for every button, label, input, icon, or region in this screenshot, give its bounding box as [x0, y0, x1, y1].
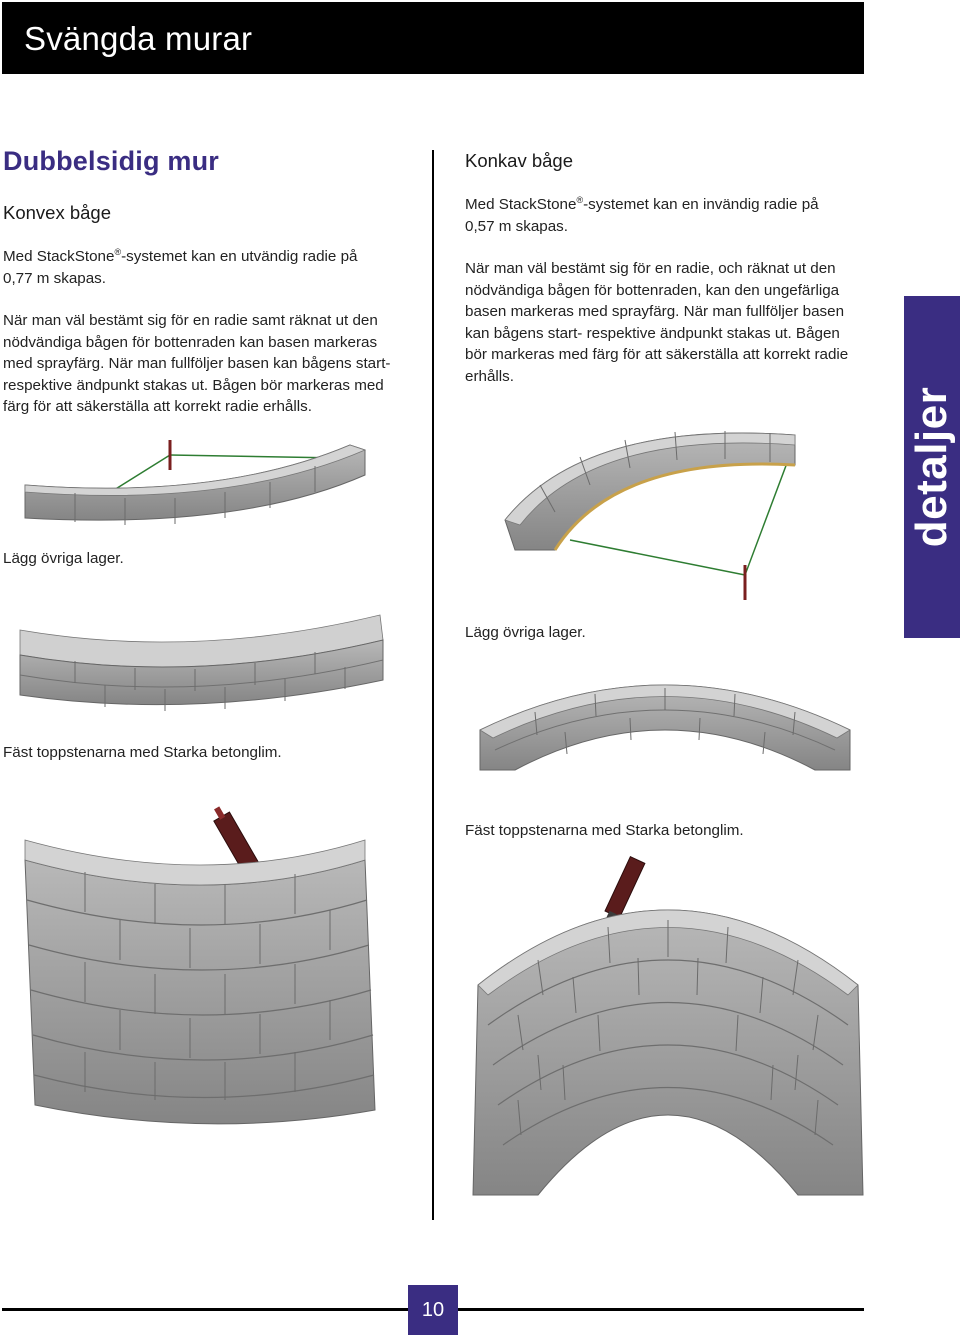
concave-body-line: bör markeras med färg för att säkerställ… [465, 346, 849, 363]
concave-body-line: basen markeras med sprayfärg. När man fu… [465, 303, 845, 320]
convex-intro-c: 0,77 m skapas. [3, 269, 106, 287]
concave-body-line: nödvändiga bågen för bottenraden, kan de… [465, 281, 840, 299]
convex-body-line: När man väl bestämt sig för en radie sam… [3, 312, 378, 329]
concave-body: När man väl bestämt sig för en radie, oc… [465, 258, 895, 387]
side-tab-label: detaljer [907, 386, 956, 548]
concave-subtitle: Konkav båge [465, 150, 574, 171]
convex-intro: Med StackStone®-systemet kan en utvändig… [3, 246, 413, 289]
side-tab: detaljer [904, 296, 960, 638]
convex-intro-a: Med StackStone [3, 248, 115, 265]
concave-intro-b: -systemet kan en invändig radie på [583, 196, 819, 213]
concave-caption-layers: Lägg övriga lager. [465, 624, 586, 641]
registered-mark: ® [114, 246, 122, 257]
concave-intro: Med StackStone®-systemet kan en invändig… [465, 194, 885, 237]
convex-subtitle: Konvex båge [3, 202, 112, 223]
concave-layers-illustration [479, 684, 851, 771]
convex-body-line: nödvändiga bågen för bottenraden kan bas… [3, 333, 378, 351]
concave-base-illustration [504, 431, 796, 600]
page-number: 10 [421, 1298, 445, 1321]
concave-intro-a: Med StackStone [465, 196, 577, 213]
convex-body: När man väl bestämt sig för en radie sam… [3, 310, 423, 418]
page-title: Svängda murar [24, 20, 253, 57]
concave-wall-illustration [472, 855, 864, 1196]
convex-wall-illustration [24, 806, 376, 1125]
convex-caption-layers: Lägg övriga lager. [3, 550, 124, 567]
section-title: Dubbelsidig mur [3, 146, 220, 176]
convex-body-line: med sprayfärg. När man fullföljer basen … [3, 355, 391, 372]
concave-caption-top: Fäst toppstenarna med Starka betonglim. [465, 822, 744, 839]
page-number-box: 10 [408, 1285, 458, 1335]
convex-body-line: färg för att säkerställa att korrekt rad… [3, 398, 312, 415]
header-bar: Svängda murar [2, 2, 864, 74]
concave-intro-c: 0,57 m skapas. [465, 217, 568, 235]
convex-caption-top: Fäst toppstenarna med Starka betonglim. [3, 744, 282, 761]
concave-body-line: När man väl bestämt sig för en radie, oc… [465, 260, 836, 277]
convex-intro-b: -systemet kan en utvändig radie på [121, 248, 358, 265]
convex-layers-illustration [19, 614, 384, 711]
registered-mark: ® [576, 194, 584, 205]
convex-base-illustration [24, 440, 367, 525]
concave-body-line: kan bågens start- respektive ändpunkt st… [465, 324, 840, 342]
concave-body-line: erhålls. [465, 367, 514, 385]
convex-body-line: respektive ändpunkt stakas ut. Bågen bör… [3, 376, 384, 394]
column-divider [432, 150, 434, 1220]
